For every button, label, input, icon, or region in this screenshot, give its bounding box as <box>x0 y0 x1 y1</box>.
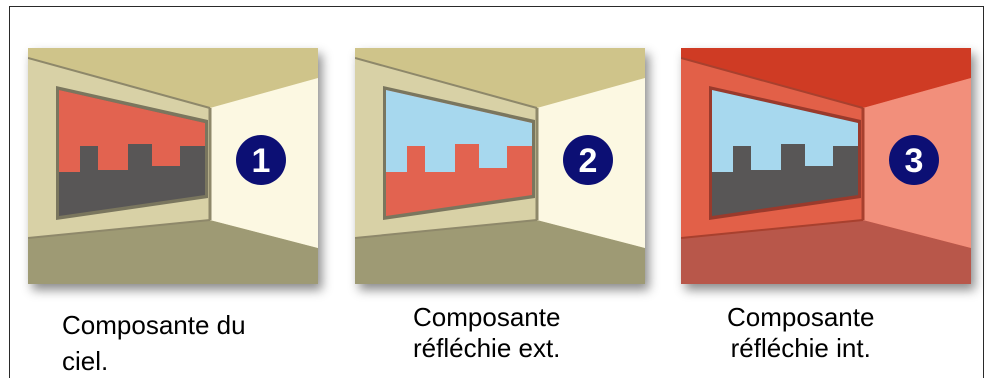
ceiling <box>355 48 645 108</box>
floor <box>681 220 971 284</box>
room-panel-sky-component: 1 <box>28 48 318 284</box>
room-panel-internal-reflected: 3 <box>681 48 971 284</box>
caption-line: Composante du <box>62 310 246 340</box>
floor <box>28 220 318 284</box>
room-illustration-1: 1 <box>28 48 318 284</box>
sky-component-region <box>59 90 205 172</box>
caption-external-reflected: Composante réfléchie ext. <box>413 302 560 364</box>
badge-number: 3 <box>905 142 924 180</box>
ceiling <box>681 48 971 108</box>
caption-line: Composante <box>413 302 561 332</box>
caption-line: Composante <box>727 302 875 332</box>
badge-number: 1 <box>252 142 271 180</box>
number-badge-1 <box>236 135 286 185</box>
window-sky <box>712 90 858 172</box>
floor <box>355 220 645 284</box>
caption-line: réfléchie ext. <box>413 333 561 363</box>
caption-sky-component: Composante du ciel. <box>62 307 246 379</box>
caption-line: ciel. <box>62 346 109 376</box>
room-illustration-2: 2 <box>355 48 645 284</box>
room-panel-external-reflected: 2 <box>355 48 645 284</box>
window-sky <box>386 90 532 172</box>
number-badge-3 <box>889 135 939 185</box>
caption-line: réfléchie int. <box>730 333 871 363</box>
caption-internal-reflected: Composante réfléchie int. <box>727 302 874 364</box>
number-badge-2 <box>563 135 613 185</box>
badge-number: 2 <box>579 142 598 180</box>
room-illustration-3: 3 <box>681 48 971 284</box>
ceiling <box>28 48 318 108</box>
